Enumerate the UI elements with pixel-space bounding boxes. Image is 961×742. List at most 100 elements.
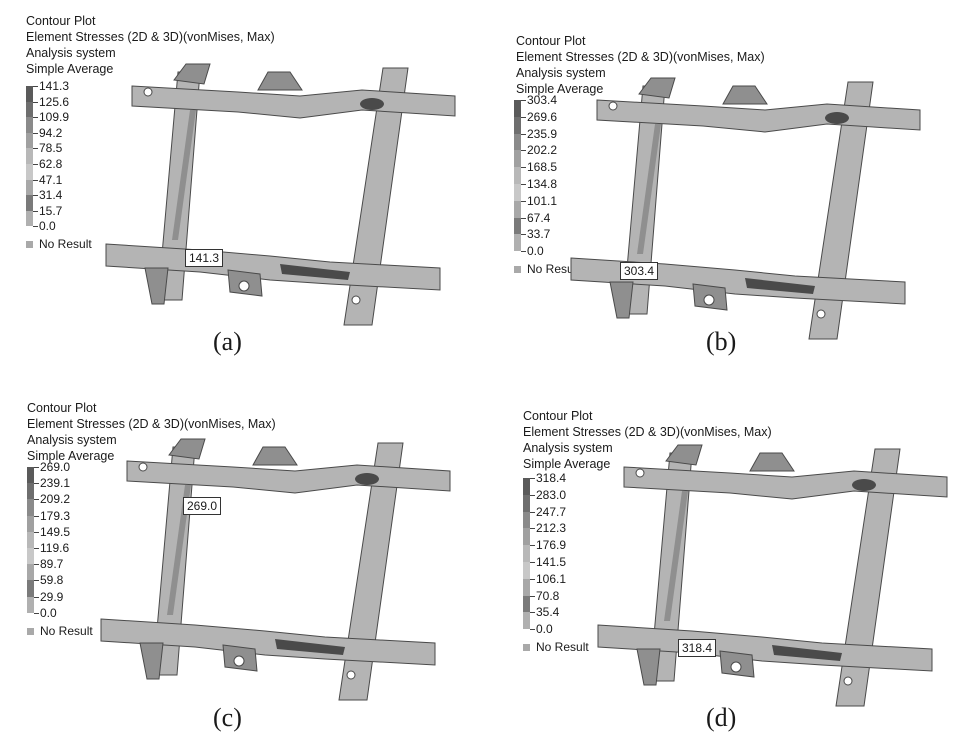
legend-color-band [514, 234, 521, 252]
right-side-rail [835, 448, 901, 707]
legend-value: 94.2 [39, 125, 63, 140]
no-result-swatch [514, 266, 521, 274]
contour-title-block: Contour Plot Element Stresses (2D & 3D)(… [27, 400, 276, 464]
legend-tick [33, 179, 38, 181]
no-result-swatch [27, 627, 34, 635]
legend-color-band [514, 184, 521, 201]
legend-color-band [523, 478, 530, 495]
no-result-swatch [523, 644, 530, 652]
legend-value: 247.7 [536, 504, 567, 519]
front-cross-member [623, 466, 948, 500]
front-mount-bracket [252, 446, 298, 466]
legend-color-band [523, 562, 530, 579]
legend-tick [530, 562, 535, 563]
legend-tick [521, 217, 526, 219]
legend-color-band [27, 531, 34, 548]
panel-caption: (c) [213, 703, 242, 732]
legend-color-band [514, 133, 521, 151]
legend-value: 149.5 [40, 524, 71, 539]
legend-value: 35.4 [536, 605, 560, 620]
legend-value: 106.1 [536, 571, 567, 586]
front-right-stress-zone [360, 98, 384, 110]
legend-value: 134.8 [527, 177, 558, 191]
legend-tick [530, 578, 535, 580]
title-line: Simple Average [516, 82, 604, 96]
contour-title-block: Contour Plot Element Stresses (2D & 3D)(… [523, 408, 772, 472]
legend-color-band [26, 179, 33, 196]
front-cross-member [131, 85, 456, 119]
left-rail-stress-zone [664, 491, 688, 621]
legend-color-band [26, 117, 33, 133]
mount-hole [143, 87, 153, 97]
legend-value: 141.5 [536, 555, 567, 569]
title-line: Contour Plot [523, 409, 593, 423]
legend-tick [521, 200, 526, 202]
legend-color-band [27, 564, 34, 581]
mount-hole [635, 468, 645, 478]
legend-tick [33, 101, 38, 103]
legend-color-band [523, 494, 530, 512]
legend-value: 109.9 [39, 110, 70, 125]
rear-stress-zone [280, 264, 350, 280]
legend-tick [530, 545, 535, 547]
legend-color-band [26, 132, 33, 149]
legend-tick [521, 116, 526, 118]
rear-stress-zone [745, 278, 815, 294]
mount-hole [238, 280, 250, 292]
front-right-stress-zone [825, 112, 849, 124]
rear-left-bracket [144, 267, 169, 305]
front-mount-bracket [257, 71, 303, 91]
max-stress-label: 141.3 [185, 249, 224, 267]
legend-tick [521, 100, 526, 101]
title-line: Element Stresses (2D & 3D)(vonMises, Max… [523, 425, 772, 439]
chassis-frame-model [100, 438, 451, 701]
legend-color-band [26, 101, 33, 118]
legend-value: 33.7 [527, 227, 551, 242]
legend-value: 209.2 [40, 492, 71, 507]
legend-color-band [27, 580, 34, 597]
legend-color-band [514, 217, 521, 235]
legend-tick [521, 167, 526, 169]
legend-color-band [514, 150, 521, 168]
front-mount-bracket [749, 452, 795, 472]
legend-color-band [514, 167, 521, 184]
legend-value: 89.7 [40, 557, 64, 572]
legend-color-band [27, 499, 34, 516]
legend-value: 179.3 [40, 508, 71, 523]
title-line: Analysis system [26, 46, 116, 60]
legend-color-band [26, 148, 33, 164]
legend-value: 141.3 [39, 79, 70, 93]
legend-value: 101.1 [527, 193, 558, 208]
title-line: Simple Average [27, 449, 115, 463]
legend-value: 0.0 [536, 622, 553, 637]
panel-caption: (a) [213, 327, 242, 356]
no-result-label: No Result [39, 237, 92, 252]
mount-hole [703, 294, 715, 306]
legend-value: 70.8 [536, 588, 560, 603]
title-line: Simple Average [26, 62, 114, 76]
legend-tick [34, 580, 39, 582]
rear-left-bracket [139, 642, 164, 680]
legend-color-band [523, 545, 530, 562]
legend-tick [33, 148, 38, 150]
left-rail-stress-zone [637, 124, 661, 254]
panel-b: Contour Plot Element Stresses (2D & 3D)(… [480, 0, 960, 371]
rear-cross-member [597, 624, 933, 672]
title-line: Contour Plot [27, 401, 97, 415]
legend-tick [34, 499, 39, 501]
legend-value: 283.0 [536, 487, 567, 502]
no-result-swatch [26, 241, 33, 249]
legend-tick [33, 132, 38, 134]
legend-tick [530, 612, 535, 614]
legend-tick [33, 195, 38, 197]
no-result-label: No Result [40, 623, 93, 638]
front-right-stress-zone [355, 473, 379, 485]
legend-value: 29.9 [40, 589, 64, 604]
rear-left-bracket [609, 281, 634, 319]
panel-caption: (d) [706, 703, 737, 732]
title-line: Contour Plot [516, 34, 586, 48]
legend-value: 15.7 [39, 203, 63, 218]
left-rail-stress-zone [172, 110, 196, 240]
legend-value: 67.4 [527, 210, 551, 225]
